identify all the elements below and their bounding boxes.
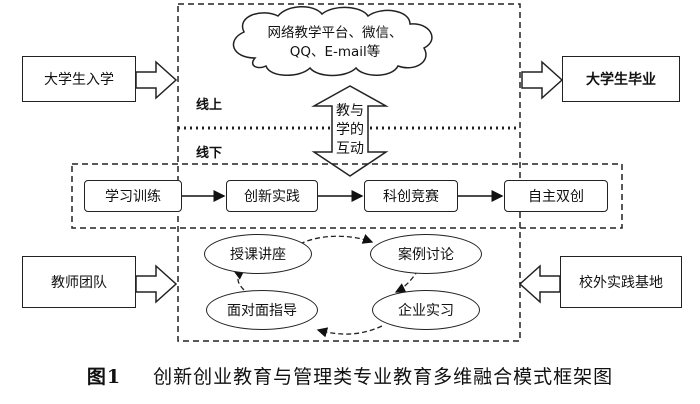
cycle-node-label: 面对面指导 (227, 303, 297, 319)
process-step-label: 学习训练 (105, 189, 161, 205)
cycle-arrow-lecture-to-case (299, 234, 374, 245)
cycle-node-face-to-face-guidance: 面对面指导 (206, 290, 318, 330)
teacher-team-box: 教师团队 (22, 256, 136, 308)
enrollment-label: 大学生入学 (44, 72, 114, 88)
interaction-double-arrow (311, 85, 389, 177)
graduation-label: 大学生毕业 (586, 72, 656, 88)
practice-base-label: 校外实践基地 (579, 275, 663, 291)
graduation-box: 大学生毕业 (562, 56, 680, 102)
practice-base-arrow (518, 264, 561, 304)
process-dashed-frame (71, 163, 623, 229)
process-step-sci-tech-competition: 科创竞赛 (364, 180, 458, 212)
cycle-node-lecture: 授课讲座 (204, 234, 312, 274)
cycle-arrow-guidance-to-lecture (233, 269, 246, 291)
offline-zone-label: 线下 (196, 146, 223, 161)
figure-number: 图1 (86, 366, 122, 388)
practice-base-box: 校外实践基地 (560, 256, 682, 308)
cycle-node-label: 授课讲座 (230, 247, 286, 263)
interaction-text-line2: 学的 (336, 122, 364, 138)
process-step-innovation-practice: 创新实践 (226, 180, 318, 212)
cloud-text-line1: 网络教学平台、微信、 (267, 25, 403, 41)
outer-dashed-frame (177, 3, 521, 342)
figure-caption: 图1 创新创业教育与管理类专业教育多维融合模式框架图 (0, 362, 700, 389)
cloud-text-line2: QQ、E-mail等 (289, 44, 381, 60)
cloud-text: 网络教学平台、微信、 QQ、E-mail等 (250, 24, 420, 62)
interaction-text-line3: 互动 (336, 141, 364, 157)
cycle-node-label: 企业实习 (398, 303, 454, 319)
enrollment-arrow (135, 60, 178, 100)
online-zone-label: 线上 (196, 98, 223, 113)
process-step-study-training: 学习训练 (84, 180, 182, 212)
cycle-node-label: 案例讨论 (398, 247, 454, 263)
cloud-shape (232, 6, 433, 77)
cycle-arrow-internship-to-guidance (316, 325, 383, 338)
teacher-team-label: 教师团队 (51, 275, 107, 291)
enrollment-box: 大学生入学 (22, 56, 136, 102)
process-step-label: 科创竞赛 (383, 189, 439, 205)
graduation-arrow (521, 60, 564, 100)
process-step-self-entrepreneurship: 自主双创 (504, 180, 608, 212)
interaction-text: 教与 学的 互动 (330, 102, 370, 159)
teacher-team-arrow (135, 264, 178, 304)
interaction-text-line1: 教与 (336, 103, 364, 119)
process-step-label: 自主双创 (528, 189, 584, 205)
cycle-node-enterprise-internship: 企业实习 (372, 290, 480, 330)
figure-title: 创新创业教育与管理类专业教育多维融合模式框架图 (153, 366, 614, 388)
cycle-node-case-discussion: 案例讨论 (370, 234, 482, 274)
process-step-label: 创新实践 (244, 189, 300, 205)
